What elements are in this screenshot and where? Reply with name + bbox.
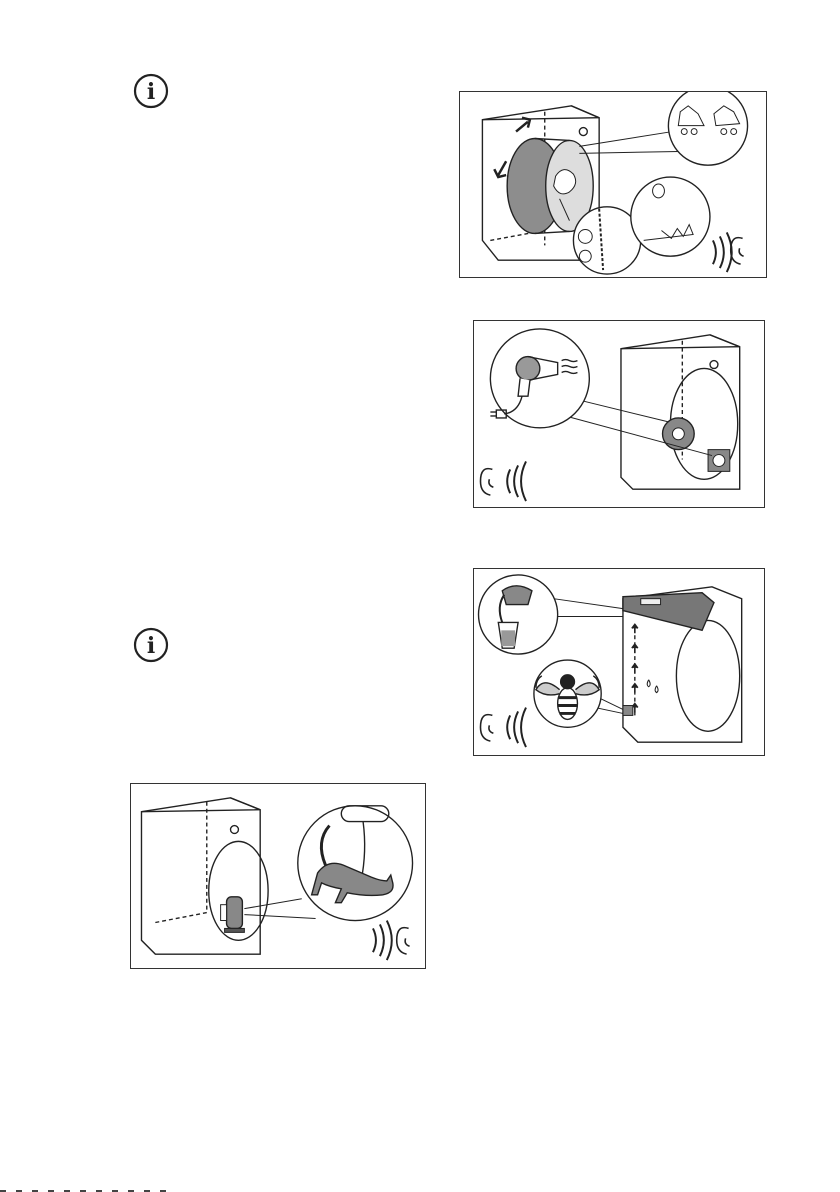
fan-noise-figure xyxy=(473,320,765,508)
info-icon: i xyxy=(133,627,169,663)
ear-sound-icon xyxy=(713,232,744,272)
compressor-noise-figure xyxy=(130,783,426,969)
svg-text:i: i xyxy=(147,79,155,105)
ear-sound-icon xyxy=(480,461,526,501)
page-footer-rule xyxy=(0,1188,840,1192)
info-icon: i xyxy=(133,73,169,109)
pump-noise-figure xyxy=(473,568,765,756)
ear-sound-icon xyxy=(480,708,526,748)
ear-sound-icon xyxy=(373,921,410,961)
roller-skates-icon xyxy=(579,92,747,165)
coin-icon xyxy=(631,177,710,256)
svg-text:i: i xyxy=(147,633,155,659)
drum-noise-figure xyxy=(459,91,767,278)
